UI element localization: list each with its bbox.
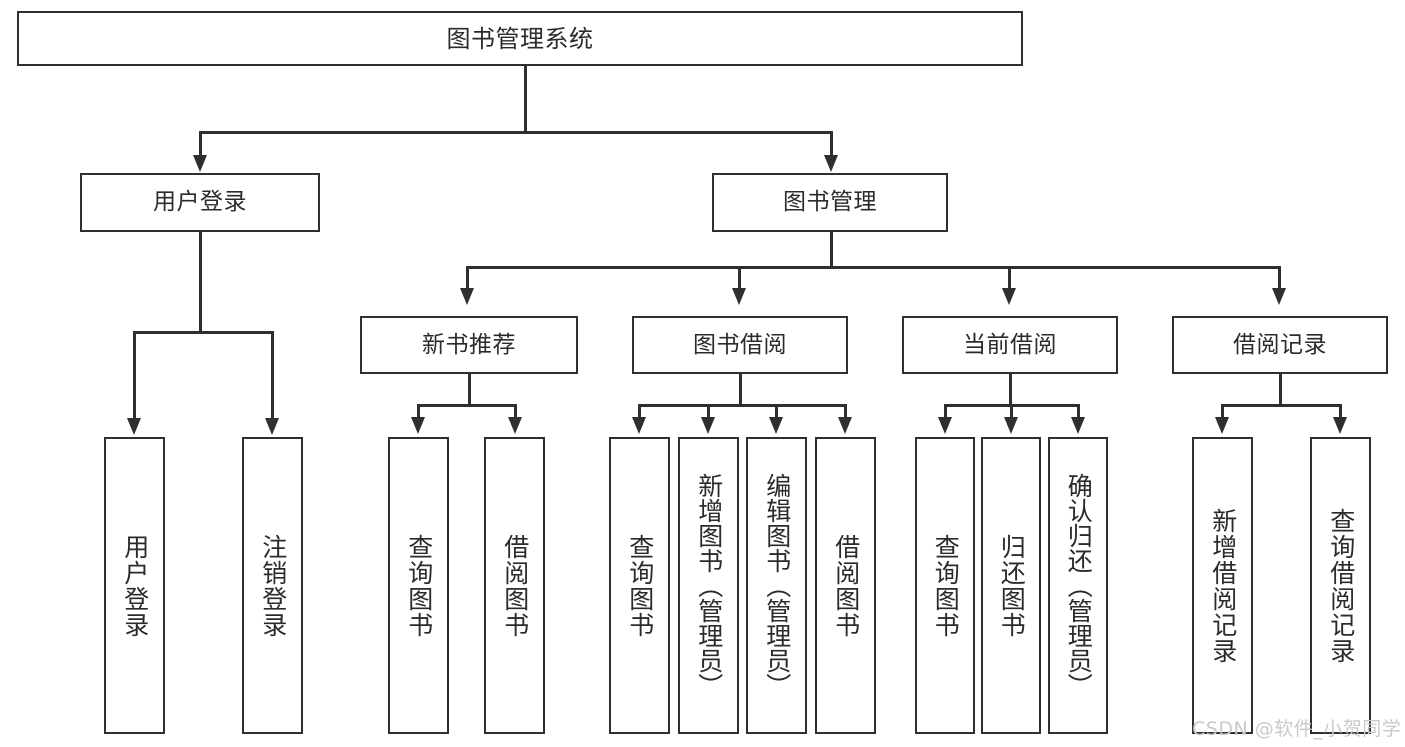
connector-bb-to-leaf3 — [775, 404, 778, 419]
node-label: 查询图书 — [625, 533, 655, 638]
node-label: 确认归还（管理员） — [1064, 473, 1094, 698]
leaf-current-borrow-confirm-return[interactable]: 确认归还（管理员） — [1048, 437, 1108, 734]
node-label: 图书借阅 — [693, 331, 787, 358]
node-label: 查询图书 — [931, 533, 961, 638]
node-label: 用户登录 — [153, 189, 247, 215]
leaf-new-book-borrow[interactable]: 借阅图书 — [484, 437, 545, 734]
connector-user-login-to-leaf2 — [271, 331, 274, 421]
node-label: 借阅图书 — [831, 533, 861, 638]
node-root-system[interactable]: 图书管理系统 — [17, 11, 1023, 66]
connector-bm-to-borrow-record — [1278, 266, 1281, 291]
arrow-new-book-to-leaf2 — [508, 417, 522, 434]
connector-user-login-stem — [199, 232, 202, 333]
connector-bm-to-book-borrow — [738, 266, 741, 291]
connector-br-to-leaf2 — [1339, 404, 1342, 419]
node-label: 归还图书 — [997, 533, 1027, 638]
leaf-current-borrow-return[interactable]: 归还图书 — [981, 437, 1041, 734]
leaf-book-borrow-add[interactable]: 新增图书（管理员） — [678, 437, 739, 734]
arrow-bb-to-leaf2 — [701, 417, 715, 434]
node-book-management[interactable]: 图书管理 — [712, 173, 948, 232]
leaf-user-login-login[interactable]: 用户登录 — [104, 437, 165, 734]
node-label: 查询图书 — [404, 533, 434, 638]
leaf-borrow-record-add[interactable]: 新增借阅记录 — [1192, 437, 1253, 734]
arrow-bm-to-book-borrow — [732, 288, 746, 305]
connector-new-book-stem — [468, 374, 471, 406]
connector-borrow-record-bus — [1221, 404, 1341, 407]
connector-root-to-book-management — [830, 131, 833, 161]
arrow-bm-to-borrow-record — [1272, 288, 1286, 305]
arrow-new-book-to-leaf1 — [411, 417, 425, 434]
connector-new-book-to-leaf2 — [514, 404, 517, 419]
node-label: 编辑图书（管理员） — [762, 473, 792, 698]
arrow-cb-to-leaf1 — [938, 417, 952, 434]
connector-user-login-bus — [133, 331, 273, 334]
connector-borrow-record-stem — [1279, 374, 1282, 406]
node-label: 新书推荐 — [422, 331, 516, 358]
arrow-user-login-to-leaf2 — [265, 418, 279, 435]
connector-current-borrow-stem — [1009, 374, 1012, 406]
connector-bm-to-new-book — [466, 266, 469, 291]
connector-cb-to-leaf2 — [1010, 404, 1013, 419]
node-label: 借阅图书 — [500, 533, 530, 638]
node-label: 图书管理系统 — [446, 24, 594, 53]
node-new-book-recommend[interactable]: 新书推荐 — [360, 316, 578, 374]
leaf-new-book-query[interactable]: 查询图书 — [388, 437, 449, 734]
node-label: 查询借阅记录 — [1326, 507, 1356, 664]
node-label: 新增图书（管理员） — [694, 473, 724, 698]
arrow-bb-to-leaf4 — [838, 417, 852, 434]
connector-bb-to-leaf4 — [844, 404, 847, 419]
arrow-cb-to-leaf2 — [1004, 417, 1018, 434]
arrow-bb-to-leaf1 — [632, 417, 646, 434]
arrow-root-to-user-login — [193, 155, 207, 172]
node-user-login[interactable]: 用户登录 — [80, 173, 320, 232]
connector-bb-to-leaf2 — [707, 404, 710, 419]
connector-new-book-to-leaf1 — [417, 404, 420, 419]
csdn-watermark: CSDN @软件_小贺同学 — [1192, 718, 1402, 740]
arrow-bb-to-leaf3 — [769, 417, 783, 434]
connector-user-login-to-leaf1 — [133, 331, 136, 421]
connector-root-to-user-login — [199, 131, 202, 161]
node-label: 图书管理 — [783, 189, 877, 215]
node-current-borrow[interactable]: 当前借阅 — [902, 316, 1118, 374]
node-label: 用户登录 — [120, 533, 150, 638]
node-book-borrow[interactable]: 图书借阅 — [632, 316, 848, 374]
connector-cb-to-leaf3 — [1077, 404, 1080, 419]
connector-bb-to-leaf1 — [638, 404, 641, 419]
arrow-bm-to-new-book — [460, 288, 474, 305]
node-label: 注销登录 — [258, 533, 288, 638]
leaf-book-borrow-edit[interactable]: 编辑图书（管理员） — [746, 437, 807, 734]
node-label: 新增借阅记录 — [1208, 507, 1238, 664]
arrow-br-to-leaf2 — [1333, 417, 1347, 434]
arrow-br-to-leaf1 — [1215, 417, 1229, 434]
connector-cb-to-leaf1 — [944, 404, 947, 419]
leaf-user-login-logout[interactable]: 注销登录 — [242, 437, 303, 734]
connector-br-to-leaf1 — [1221, 404, 1224, 419]
node-borrow-record[interactable]: 借阅记录 — [1172, 316, 1388, 374]
connector-book-management-stem — [830, 232, 833, 268]
connector-new-book-bus — [417, 404, 516, 407]
node-label: 当前借阅 — [963, 331, 1057, 358]
leaf-borrow-record-query[interactable]: 查询借阅记录 — [1310, 437, 1371, 734]
leaf-book-borrow-query[interactable]: 查询图书 — [609, 437, 670, 734]
arrow-root-to-book-management — [824, 155, 838, 172]
leaf-book-borrow-borrow[interactable]: 借阅图书 — [815, 437, 876, 734]
connector-root-stem — [524, 66, 527, 132]
arrow-user-login-to-leaf1 — [127, 418, 141, 435]
leaf-current-borrow-query[interactable]: 查询图书 — [915, 437, 975, 734]
arrow-bm-to-current-borrow — [1002, 288, 1016, 305]
connector-book-borrow-stem — [739, 374, 742, 406]
connector-book-borrow-bus — [638, 404, 846, 407]
node-label: 借阅记录 — [1233, 331, 1327, 358]
arrow-cb-to-leaf3 — [1071, 417, 1085, 434]
connector-root-bus — [199, 131, 832, 134]
connector-bm-to-current-borrow — [1008, 266, 1011, 291]
connector-book-management-bus — [466, 266, 1278, 269]
